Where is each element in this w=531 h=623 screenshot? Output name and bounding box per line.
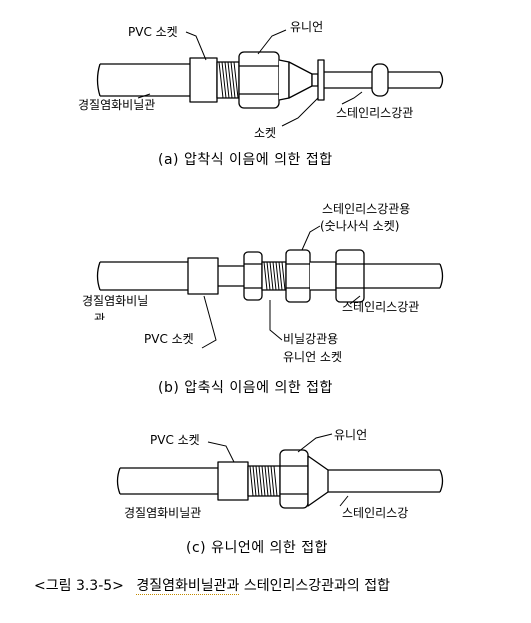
label-b-vinyl-union-line1: 비닐강관용	[283, 332, 339, 346]
label-a-socket: 소켓	[254, 126, 277, 140]
leader-a-hard-pvc	[137, 93, 151, 99]
caption-b: (b) 압축식 이음에 의한 접합	[158, 380, 333, 396]
leader-a-union	[257, 29, 287, 55]
leader-a-pvc-socket	[185, 31, 207, 61]
label-b-stainless-socket-line1: 스테인리스강관용	[322, 202, 411, 216]
thread-a	[218, 61, 239, 99]
leader-b-vinyl-union	[269, 300, 283, 341]
label-a-hard-pvc-pipe: 경질염화비닐관	[78, 98, 156, 112]
ring-socket-a	[371, 63, 389, 97]
union-nut-c	[279, 449, 309, 509]
pvc-pipe-b	[96, 261, 188, 291]
label-c-union: 유니언	[334, 428, 368, 442]
label-b-hard-pvc-line1: 경질염화비닐	[82, 294, 149, 308]
figure-caption-part1: 경질염화비닐관과	[136, 578, 240, 595]
stainless-pipe-a	[324, 71, 444, 89]
leader-c-stainless	[339, 495, 349, 507]
label-b-stainless-pipe: 스테인리스강관	[342, 300, 420, 314]
stainless-pipe-c	[328, 469, 444, 493]
leader-a-socket	[281, 97, 319, 127]
union-nut-a	[238, 51, 280, 109]
diagram-a	[96, 51, 444, 109]
pvc-pipe-a	[96, 63, 190, 97]
pvc-socket-c	[217, 461, 249, 501]
union-cone-a	[288, 61, 313, 99]
thread-c	[249, 465, 278, 497]
label-a-stainless-pipe: 스테인리스강관	[336, 106, 414, 120]
label-b-pvc-socket: PVC 소켓	[144, 332, 194, 346]
diagram-b	[96, 249, 444, 303]
label-c-hard-pvc-pipe: 경질염화비닐관	[124, 506, 202, 520]
union-nut-b-left	[243, 251, 263, 301]
figure-caption: <그림 3.3-5> 경질염화비닐관과 스테인리스강관과의 접합	[34, 578, 390, 595]
leader-c-union	[297, 433, 333, 453]
label-c-stainless-pipe: 스테인리스강	[342, 506, 409, 520]
thread-b	[263, 261, 286, 291]
label-b-hard-pvc-line2: 관	[94, 312, 106, 320]
caption-c: (c) 유니언에 의한 접합	[186, 540, 329, 556]
label-b-vinyl-union-line2: 유니언 소켓	[283, 350, 343, 364]
label-c-pvc-socket: PVC 소켓	[150, 433, 200, 447]
socket-flange-a	[311, 73, 319, 87]
label-a-pvc-socket: PVC 소켓	[128, 25, 178, 39]
figure-caption-part2: 스테인리스강관과의 접합	[239, 578, 390, 594]
label-b-stainless-socket-line2: (숫나사식 소켓)	[320, 219, 400, 233]
pvc-pipe-c	[116, 467, 218, 495]
diagram-c	[116, 449, 444, 509]
pvc-socket-a	[189, 57, 218, 103]
stainless-socket-b	[335, 249, 365, 303]
figure-caption-prefix: <그림 3.3-5>	[34, 578, 124, 594]
union-cone-c	[307, 455, 329, 507]
label-a-union: 유니언	[290, 20, 324, 34]
stainless-pipe-b	[364, 263, 444, 289]
leader-a-stainless	[341, 91, 363, 105]
leader-c-pvc-socket	[207, 441, 235, 463]
union-nut-b-mid	[285, 249, 311, 303]
leader-b-pvc-socket	[201, 295, 217, 349]
pvc-socket-b	[187, 257, 219, 295]
caption-a: (a) 압착식 이음에 의한 접합	[158, 152, 333, 168]
leader-b-stainless-pipe	[349, 295, 361, 305]
leader-b-stainless-socket	[301, 225, 321, 251]
